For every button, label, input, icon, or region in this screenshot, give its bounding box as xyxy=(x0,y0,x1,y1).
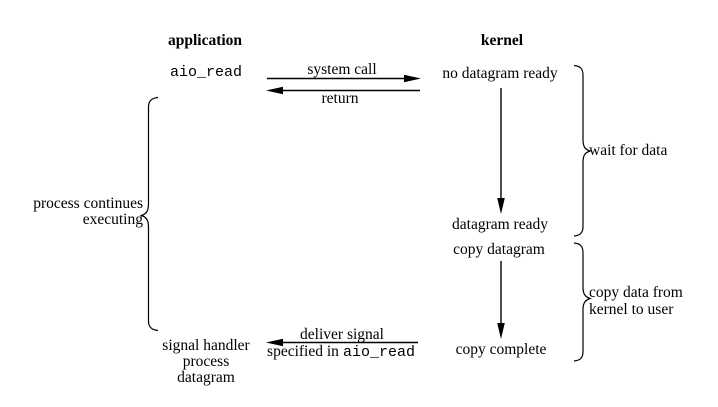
return-arrow-label: return xyxy=(321,89,359,107)
signal-handler-note: signal handler process datagram xyxy=(162,338,249,386)
deliver-signal-detail-code: aio_read xyxy=(342,344,415,361)
process-continues-line-2: executing xyxy=(82,211,143,228)
process-continues-brace xyxy=(139,96,159,332)
kernel-state-copy-complete: copy complete xyxy=(455,340,547,358)
deliver-signal-arrow-label: deliver signal xyxy=(300,325,384,343)
copy-data-from-label: copy data from kernel to user xyxy=(589,284,683,318)
kernel-column-header: kernel xyxy=(480,32,524,49)
application-column-header: application xyxy=(167,32,243,49)
kernel-wait-arrow xyxy=(497,88,505,214)
process-continues-note: process continues executing xyxy=(23,196,143,228)
deliver-signal-arrow xyxy=(266,338,418,347)
system-call-arrow xyxy=(267,74,421,83)
signal-handler-line-1: signal handler xyxy=(162,337,250,354)
process-continues-line-1: process continues xyxy=(33,195,143,212)
aio-read-call-label: aio_read xyxy=(170,64,243,81)
copy-data-brace xyxy=(573,242,592,362)
signal-handler-line-2: process xyxy=(182,353,230,370)
return-arrow xyxy=(266,86,420,95)
signal-handler-line-3: datagram xyxy=(177,369,235,386)
wait-for-data-label: wait for data xyxy=(589,142,668,159)
copy-data-from-line-2: kernel to user xyxy=(589,301,674,318)
system-call-arrow-label: system call xyxy=(307,60,377,78)
copy-data-from-line-1: copy data from xyxy=(589,284,683,301)
wait-for-data-brace xyxy=(573,64,592,237)
kernel-state-datagram-ready: datagram ready xyxy=(452,215,548,233)
kernel-state-copy-datagram: copy datagram xyxy=(453,240,545,258)
kernel-state-no-datagram-ready: no datagram ready xyxy=(442,65,558,82)
deliver-signal-detail-prefix: specified in xyxy=(267,343,339,360)
kernel-copy-arrow xyxy=(497,261,505,339)
